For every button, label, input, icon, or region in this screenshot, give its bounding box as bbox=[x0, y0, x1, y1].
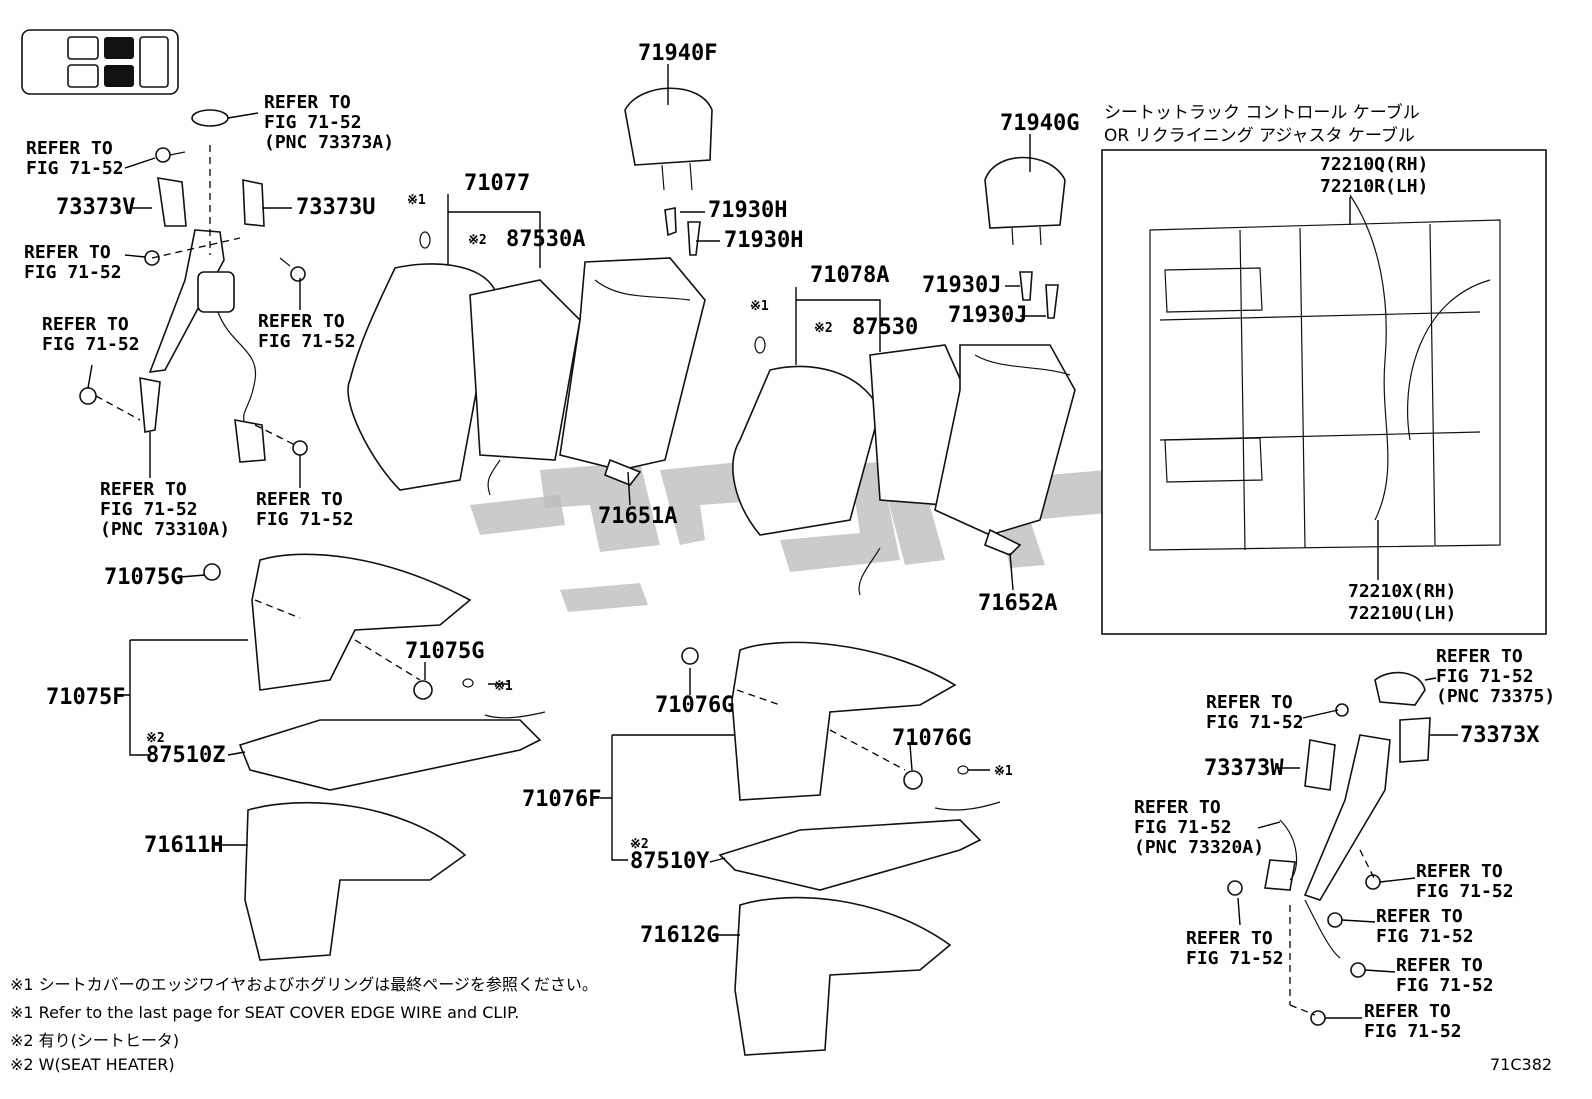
refer-8-line2: FIG 71-52 bbox=[1436, 666, 1534, 687]
mark-1-a: ※1 bbox=[407, 193, 426, 208]
mark-2-a: ※2 bbox=[468, 233, 487, 248]
cushion-71075F bbox=[203, 553, 546, 961]
label-71940G: 71940G bbox=[1000, 111, 1079, 136]
footnote-1-jp: ※1 シートカバーのエッジワイヤおよびホグリングは最終ページを参照ください。 bbox=[10, 975, 598, 994]
label-87530A: 87530A bbox=[506, 227, 585, 252]
inset-title-line2: OR リクライニング アジャスタ ケーブル bbox=[1104, 125, 1415, 146]
label-71076F: 71076F bbox=[522, 787, 601, 812]
refer-11-line1: REFER TO bbox=[1416, 861, 1503, 882]
refer-9-line2: FIG 71-52 bbox=[1206, 712, 1304, 733]
cushion-71076F bbox=[681, 641, 1001, 1056]
label-73373V: 73373V bbox=[56, 195, 135, 220]
leader-lines bbox=[87, 64, 1458, 1019]
left-seatbelt-assembly bbox=[79, 109, 308, 478]
label-71075F: 71075F bbox=[46, 685, 125, 710]
label-71930H-b: 71930H bbox=[724, 228, 803, 253]
cable-inset bbox=[1101, 149, 1547, 635]
refer-8-line3: (PNC 73375) bbox=[1436, 686, 1555, 707]
refer-1-line1: REFER TO bbox=[264, 92, 351, 113]
label-71076G-a: 71076G bbox=[655, 693, 734, 718]
seatback-71077 bbox=[347, 231, 706, 496]
refer-15-line1: REFER TO bbox=[1364, 1001, 1451, 1022]
footnote-2-jp: ※2 有り(シートヒータ) bbox=[10, 1031, 179, 1050]
label-71078A: 71078A bbox=[810, 263, 889, 288]
label-71651A: 71651A bbox=[598, 504, 677, 529]
label-71940F: 71940F bbox=[638, 41, 717, 66]
refer-12-line2: FIG 71-52 bbox=[1376, 926, 1474, 947]
refer-15-line2: FIG 71-52 bbox=[1364, 1021, 1462, 1042]
refer-4-line1: REFER TO bbox=[42, 314, 129, 335]
refer-10-line3: (PNC 73320A) bbox=[1134, 837, 1264, 858]
refer-2-line2: FIG 71-52 bbox=[26, 158, 124, 179]
label-71075G-a: 71075G bbox=[104, 565, 183, 590]
label-72210R: 72210R(LH) bbox=[1320, 176, 1428, 197]
mark-1-b: ※1 bbox=[750, 299, 769, 314]
label-71930J-b: 71930J bbox=[948, 303, 1027, 328]
refer-7-line1: REFER TO bbox=[256, 489, 343, 510]
mark-1-d: ※1 bbox=[994, 764, 1013, 779]
label-71930H-a: 71930H bbox=[708, 198, 787, 223]
footnotes: ※1 シートカバーのエッジワイヤおよびホグリングは最終ページを参照ください。 ※… bbox=[10, 975, 1552, 1074]
label-71077: 71077 bbox=[464, 171, 530, 196]
headrest-71940G bbox=[984, 156, 1066, 319]
label-71075G-b: 71075G bbox=[405, 639, 484, 664]
refer-13-line1: REFER TO bbox=[1186, 928, 1273, 949]
diagram-code: 71C382 bbox=[1490, 1055, 1552, 1074]
label-71076G-b: 71076G bbox=[892, 726, 971, 751]
refer-6-line3: (PNC 73310A) bbox=[100, 519, 230, 540]
label-73373U: 73373U bbox=[296, 195, 375, 220]
mark-2-c: ※2 bbox=[146, 731, 165, 746]
refer-3-line2: FIG 71-52 bbox=[24, 262, 122, 283]
note-marks: ※1 ※2 ※1 ※2 ※1 ※2 ※1 ※2 bbox=[146, 193, 1013, 852]
headrest-71940F bbox=[624, 87, 713, 256]
label-71611H: 71611H bbox=[144, 833, 223, 858]
label-71652A: 71652A bbox=[978, 591, 1057, 616]
refer-13-line2: FIG 71-52 bbox=[1186, 948, 1284, 969]
label-87510Z: 87510Z bbox=[146, 743, 225, 768]
mark-1-c: ※1 bbox=[494, 679, 513, 694]
label-72210X: 72210X(RH) bbox=[1348, 581, 1456, 602]
refer-5-line1: REFER TO bbox=[258, 311, 345, 332]
refer-10-line1: REFER TO bbox=[1134, 797, 1221, 818]
refer-4-line2: FIG 71-52 bbox=[42, 334, 140, 355]
label-87530: 87530 bbox=[852, 315, 918, 340]
refer-5-line2: FIG 71-52 bbox=[258, 331, 356, 352]
right-seatbelt-assembly bbox=[1227, 671, 1431, 1026]
refer-9-line1: REFER TO bbox=[1206, 692, 1293, 713]
refer-labels: REFER TO FIG 71-52 (PNC 73373A) REFER TO… bbox=[24, 92, 1555, 1042]
refer-6-line2: FIG 71-52 bbox=[100, 499, 198, 520]
refer-8-line1: REFER TO bbox=[1436, 646, 1523, 667]
seat-locator-icon bbox=[21, 29, 179, 95]
footnote-2-en: ※2 W(SEAT HEATER) bbox=[10, 1055, 175, 1074]
mark-2-b: ※2 bbox=[814, 321, 833, 336]
label-73373X: 73373X bbox=[1460, 723, 1539, 748]
refer-11-line2: FIG 71-52 bbox=[1416, 881, 1514, 902]
mark-2-d: ※2 bbox=[630, 837, 649, 852]
refer-7-line2: FIG 71-52 bbox=[256, 509, 354, 530]
label-87510Y: 87510Y bbox=[630, 849, 710, 874]
refer-2-line1: REFER TO bbox=[26, 138, 113, 159]
inset-title-line1: シートットラック コントロール ケーブル bbox=[1104, 102, 1420, 123]
part-labels: 71940F 71940G 71077 87530A 71930H 71930H… bbox=[46, 41, 1539, 948]
label-73373W: 73373W bbox=[1204, 756, 1284, 781]
refer-3-line1: REFER TO bbox=[24, 242, 111, 263]
refer-1-line2: FIG 71-52 bbox=[264, 112, 362, 133]
refer-1-line3: (PNC 73373A) bbox=[264, 132, 394, 153]
inset-title: シートットラック コントロール ケーブル OR リクライニング アジャスタ ケー… bbox=[1104, 102, 1420, 146]
label-72210Q: 72210Q(RH) bbox=[1320, 154, 1428, 175]
label-72210U: 72210U(LH) bbox=[1348, 603, 1456, 624]
refer-14-line2: FIG 71-52 bbox=[1396, 975, 1494, 996]
footnote-1-en: ※1 Refer to the last page for SEAT COVER… bbox=[10, 1003, 519, 1022]
refer-14-line1: REFER TO bbox=[1396, 955, 1483, 976]
refer-12-line1: REFER TO bbox=[1376, 906, 1463, 927]
refer-6-line1: REFER TO bbox=[100, 479, 187, 500]
seatback-71078A bbox=[732, 336, 1076, 596]
refer-10-line2: FIG 71-52 bbox=[1134, 817, 1232, 838]
label-71930J-a: 71930J bbox=[922, 273, 1001, 298]
label-71612G: 71612G bbox=[640, 923, 719, 948]
